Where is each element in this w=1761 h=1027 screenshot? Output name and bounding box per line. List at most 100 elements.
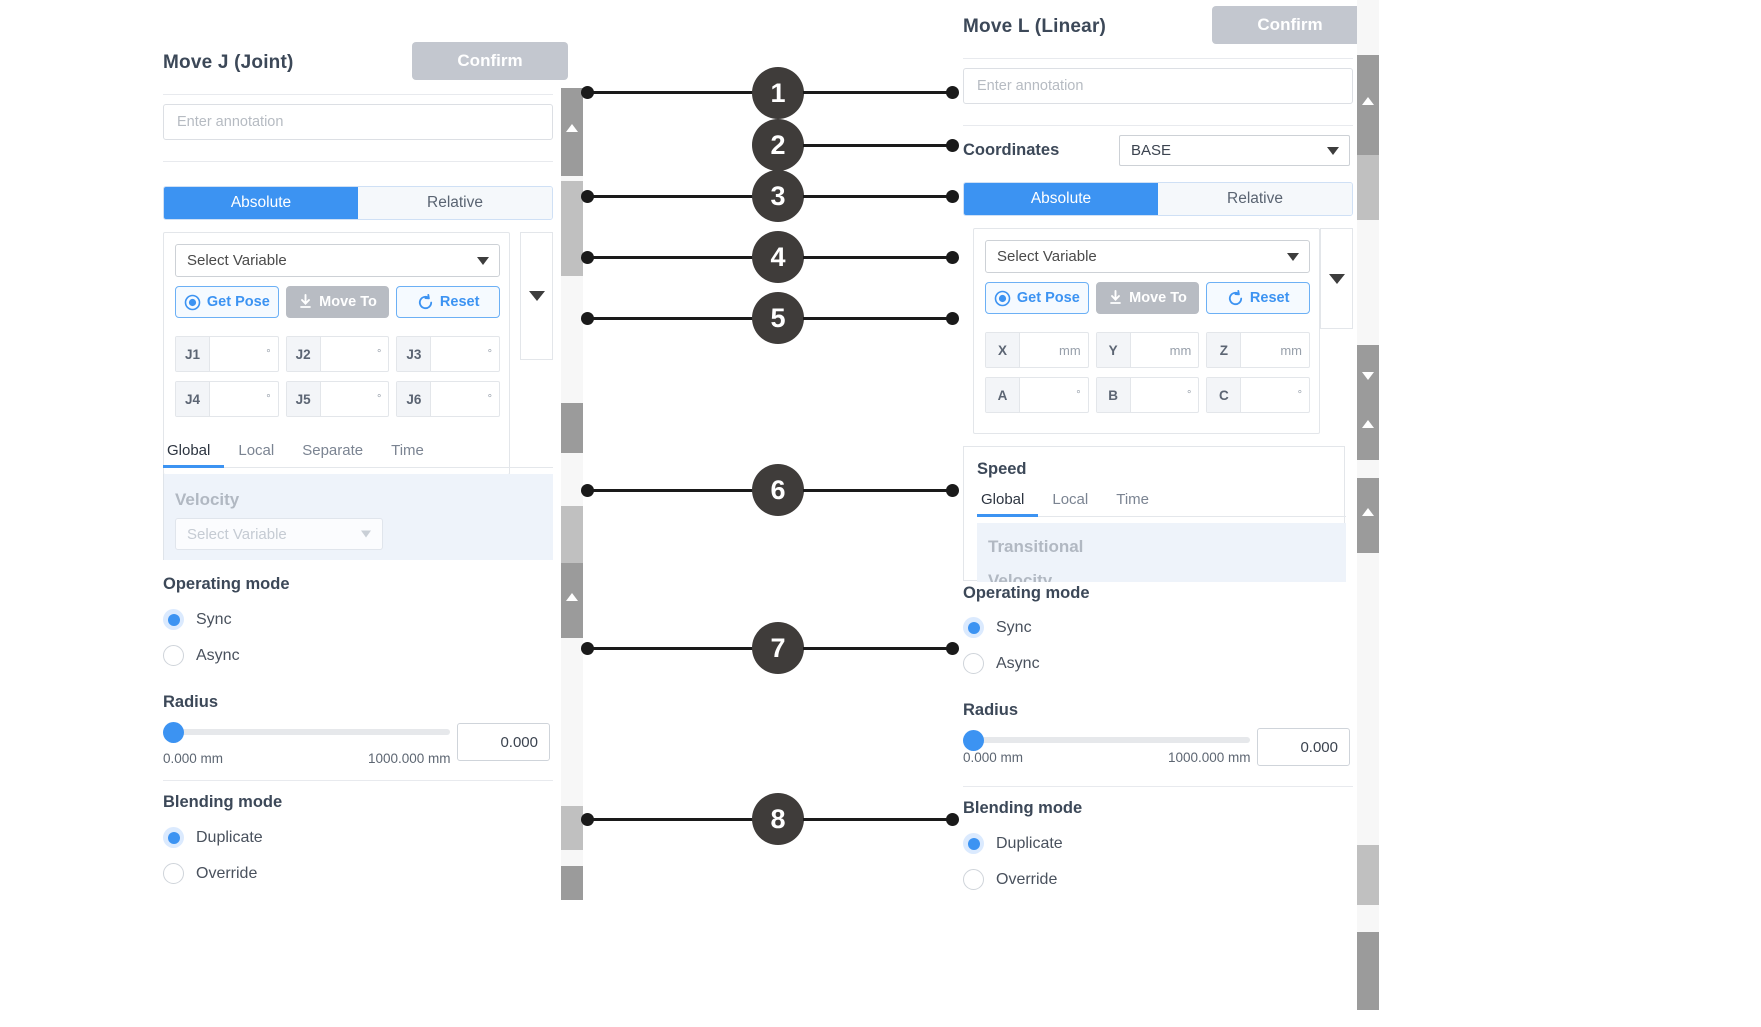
joint-field-j2[interactable]: J2 °	[285, 336, 390, 372]
move-l-operating-mode-sync[interactable]: Sync	[963, 617, 1032, 638]
scrollbar-bottom-segment[interactable]	[561, 866, 583, 900]
radio-icon[interactable]	[963, 833, 984, 854]
move-l-coordinates-select[interactable]: BASE	[1119, 135, 1350, 166]
callout-marker-3: 3	[752, 170, 804, 222]
move-l-mode-relative[interactable]: Relative	[1158, 183, 1352, 215]
joint-field-j1[interactable]: J1 °	[175, 336, 279, 372]
radio-icon[interactable]	[163, 863, 184, 884]
move-j-radius-value-input[interactable]: 0.000	[457, 723, 550, 761]
radio-icon[interactable]	[163, 609, 184, 630]
move-l-expand-toggle[interactable]	[1320, 228, 1353, 329]
move-j-radius-slider[interactable]	[163, 722, 450, 743]
slider-track[interactable]	[963, 737, 1250, 743]
axis-value-x[interactable]	[1020, 333, 1059, 367]
arrow-up-icon	[1362, 420, 1374, 428]
axis-field-b[interactable]: B °	[1095, 377, 1200, 413]
move-j-blending-duplicate[interactable]: Duplicate	[163, 827, 263, 848]
joint-value-j4[interactable]	[210, 382, 266, 416]
slider-knob[interactable]	[163, 722, 184, 743]
axis-field-z[interactable]: Z mm	[1206, 332, 1311, 368]
move-j-expand-toggle[interactable]	[520, 232, 553, 360]
tab-time[interactable]: Time	[1116, 491, 1149, 508]
move-l-confirm-button[interactable]: Confirm	[1212, 6, 1368, 44]
move-l-move-to-button[interactable]: Move To	[1095, 282, 1200, 314]
move-l-speed-tabs[interactable]: Global Local Time	[977, 491, 1346, 517]
scrollbar-thumb-middle[interactable]	[561, 403, 583, 453]
move-l-radius-slider[interactable]	[963, 730, 1250, 751]
move-j-get-pose-button[interactable]: Get Pose	[175, 286, 279, 318]
move-j-confirm-button[interactable]: Confirm	[412, 42, 568, 80]
joint-unit-j4: °	[266, 393, 271, 405]
tab-global[interactable]: Global	[977, 491, 1039, 517]
move-l-blending-duplicate[interactable]: Duplicate	[963, 833, 1063, 854]
scrollbar-arrow-down-button[interactable]	[561, 563, 583, 638]
move-l-axis-row-2: A ° B ° C °	[985, 377, 1311, 413]
tab-local[interactable]: Local	[1052, 491, 1089, 508]
tab-time[interactable]: Time	[391, 442, 424, 459]
axis-value-c[interactable]	[1241, 378, 1297, 412]
slider-knob[interactable]	[963, 730, 984, 751]
move-l-operating-mode-label: Operating mode	[963, 584, 1090, 602]
move-j-mode-relative[interactable]: Relative	[358, 187, 552, 219]
scrollbar-bottom-segment[interactable]	[1357, 932, 1379, 1010]
axis-field-x[interactable]: X mm	[985, 332, 1089, 368]
move-j-mode-absolute[interactable]: Absolute	[164, 187, 358, 219]
scrollbar-arrow-up-button[interactable]	[561, 88, 583, 176]
joint-field-j6[interactable]: J6 °	[396, 381, 501, 417]
move-l-reset-button[interactable]: Reset	[1206, 282, 1311, 314]
radio-icon[interactable]	[963, 869, 984, 890]
joint-field-j4[interactable]: J4 °	[175, 381, 279, 417]
move-j-scrollbar[interactable]	[561, 88, 583, 900]
joint-value-j3[interactable]	[431, 337, 487, 371]
move-l-operating-mode-async[interactable]: Async	[963, 653, 1040, 674]
joint-field-j3[interactable]: J3 °	[396, 336, 501, 372]
move-l-get-pose-button[interactable]: Get Pose	[985, 282, 1089, 314]
move-j-blending-override[interactable]: Override	[163, 863, 257, 884]
tab-local[interactable]: Local	[238, 442, 275, 459]
move-j-velocity-tabs[interactable]: Global Local Separate Time	[163, 442, 553, 468]
move-j-move-to-button[interactable]: Move To	[285, 286, 390, 318]
radio-icon[interactable]	[163, 645, 184, 666]
joint-value-j5[interactable]	[321, 382, 377, 416]
axis-field-c[interactable]: C °	[1206, 377, 1311, 413]
joint-value-j6[interactable]	[431, 382, 487, 416]
velocity-variable-select[interactable]: Select Variable	[175, 518, 383, 550]
move-l-mode-absolute[interactable]: Absolute	[964, 183, 1158, 215]
move-j-operating-mode-async[interactable]: Async	[163, 645, 240, 666]
move-j-reset-button[interactable]: Reset	[396, 286, 501, 318]
axis-value-z[interactable]	[1241, 333, 1280, 367]
axis-value-y[interactable]	[1131, 333, 1170, 367]
move-l-mode-toggle[interactable]: Absolute Relative	[963, 182, 1353, 216]
move-l-blending-override[interactable]: Override	[963, 869, 1057, 890]
radio-icon[interactable]	[963, 617, 984, 638]
scrollbar-thumb-bottom[interactable]	[561, 806, 583, 850]
move-l-variable-select[interactable]: Select Variable	[985, 240, 1310, 273]
scrollbar-arrow-up-button[interactable]	[1357, 55, 1379, 155]
axis-value-a[interactable]	[1020, 378, 1076, 412]
move-l-radius-value-input[interactable]: 0.000	[1257, 728, 1350, 766]
axis-field-a[interactable]: A °	[985, 377, 1089, 413]
scrollbar-thumb-upper[interactable]	[1357, 155, 1379, 220]
axis-field-y[interactable]: Y mm	[1095, 332, 1200, 368]
tab-separate[interactable]: Separate	[302, 442, 364, 459]
scrollbar-thumb-middle[interactable]	[1357, 345, 1379, 460]
joint-value-j2[interactable]	[321, 337, 377, 371]
joint-field-j5[interactable]: J5 °	[285, 381, 390, 417]
radio-icon[interactable]	[163, 827, 184, 848]
move-l-scrollbar[interactable]	[1357, 0, 1379, 1010]
joint-value-j1[interactable]	[210, 337, 266, 371]
move-j-operating-mode-sync[interactable]: Sync	[163, 609, 232, 630]
move-j-mode-toggle[interactable]: Absolute Relative	[163, 186, 553, 220]
move-j-variable-select[interactable]: Select Variable	[175, 244, 500, 277]
scrollbar-arrow-down-button[interactable]	[1357, 478, 1379, 553]
move-l-speed-card: Speed Global Local Time Transitional Vel…	[963, 446, 1346, 582]
axis-value-b[interactable]	[1131, 378, 1187, 412]
scrollbar-thumb-lower[interactable]	[561, 506, 583, 563]
tab-global[interactable]: Global	[163, 442, 225, 468]
slider-track[interactable]	[163, 729, 450, 735]
radio-icon[interactable]	[963, 653, 984, 674]
scrollbar-thumb-upper[interactable]	[561, 181, 583, 276]
move-j-annotation-input[interactable]	[163, 104, 553, 140]
scrollbar-thumb-bottom[interactable]	[1357, 845, 1379, 905]
move-l-annotation-input[interactable]	[963, 68, 1353, 104]
